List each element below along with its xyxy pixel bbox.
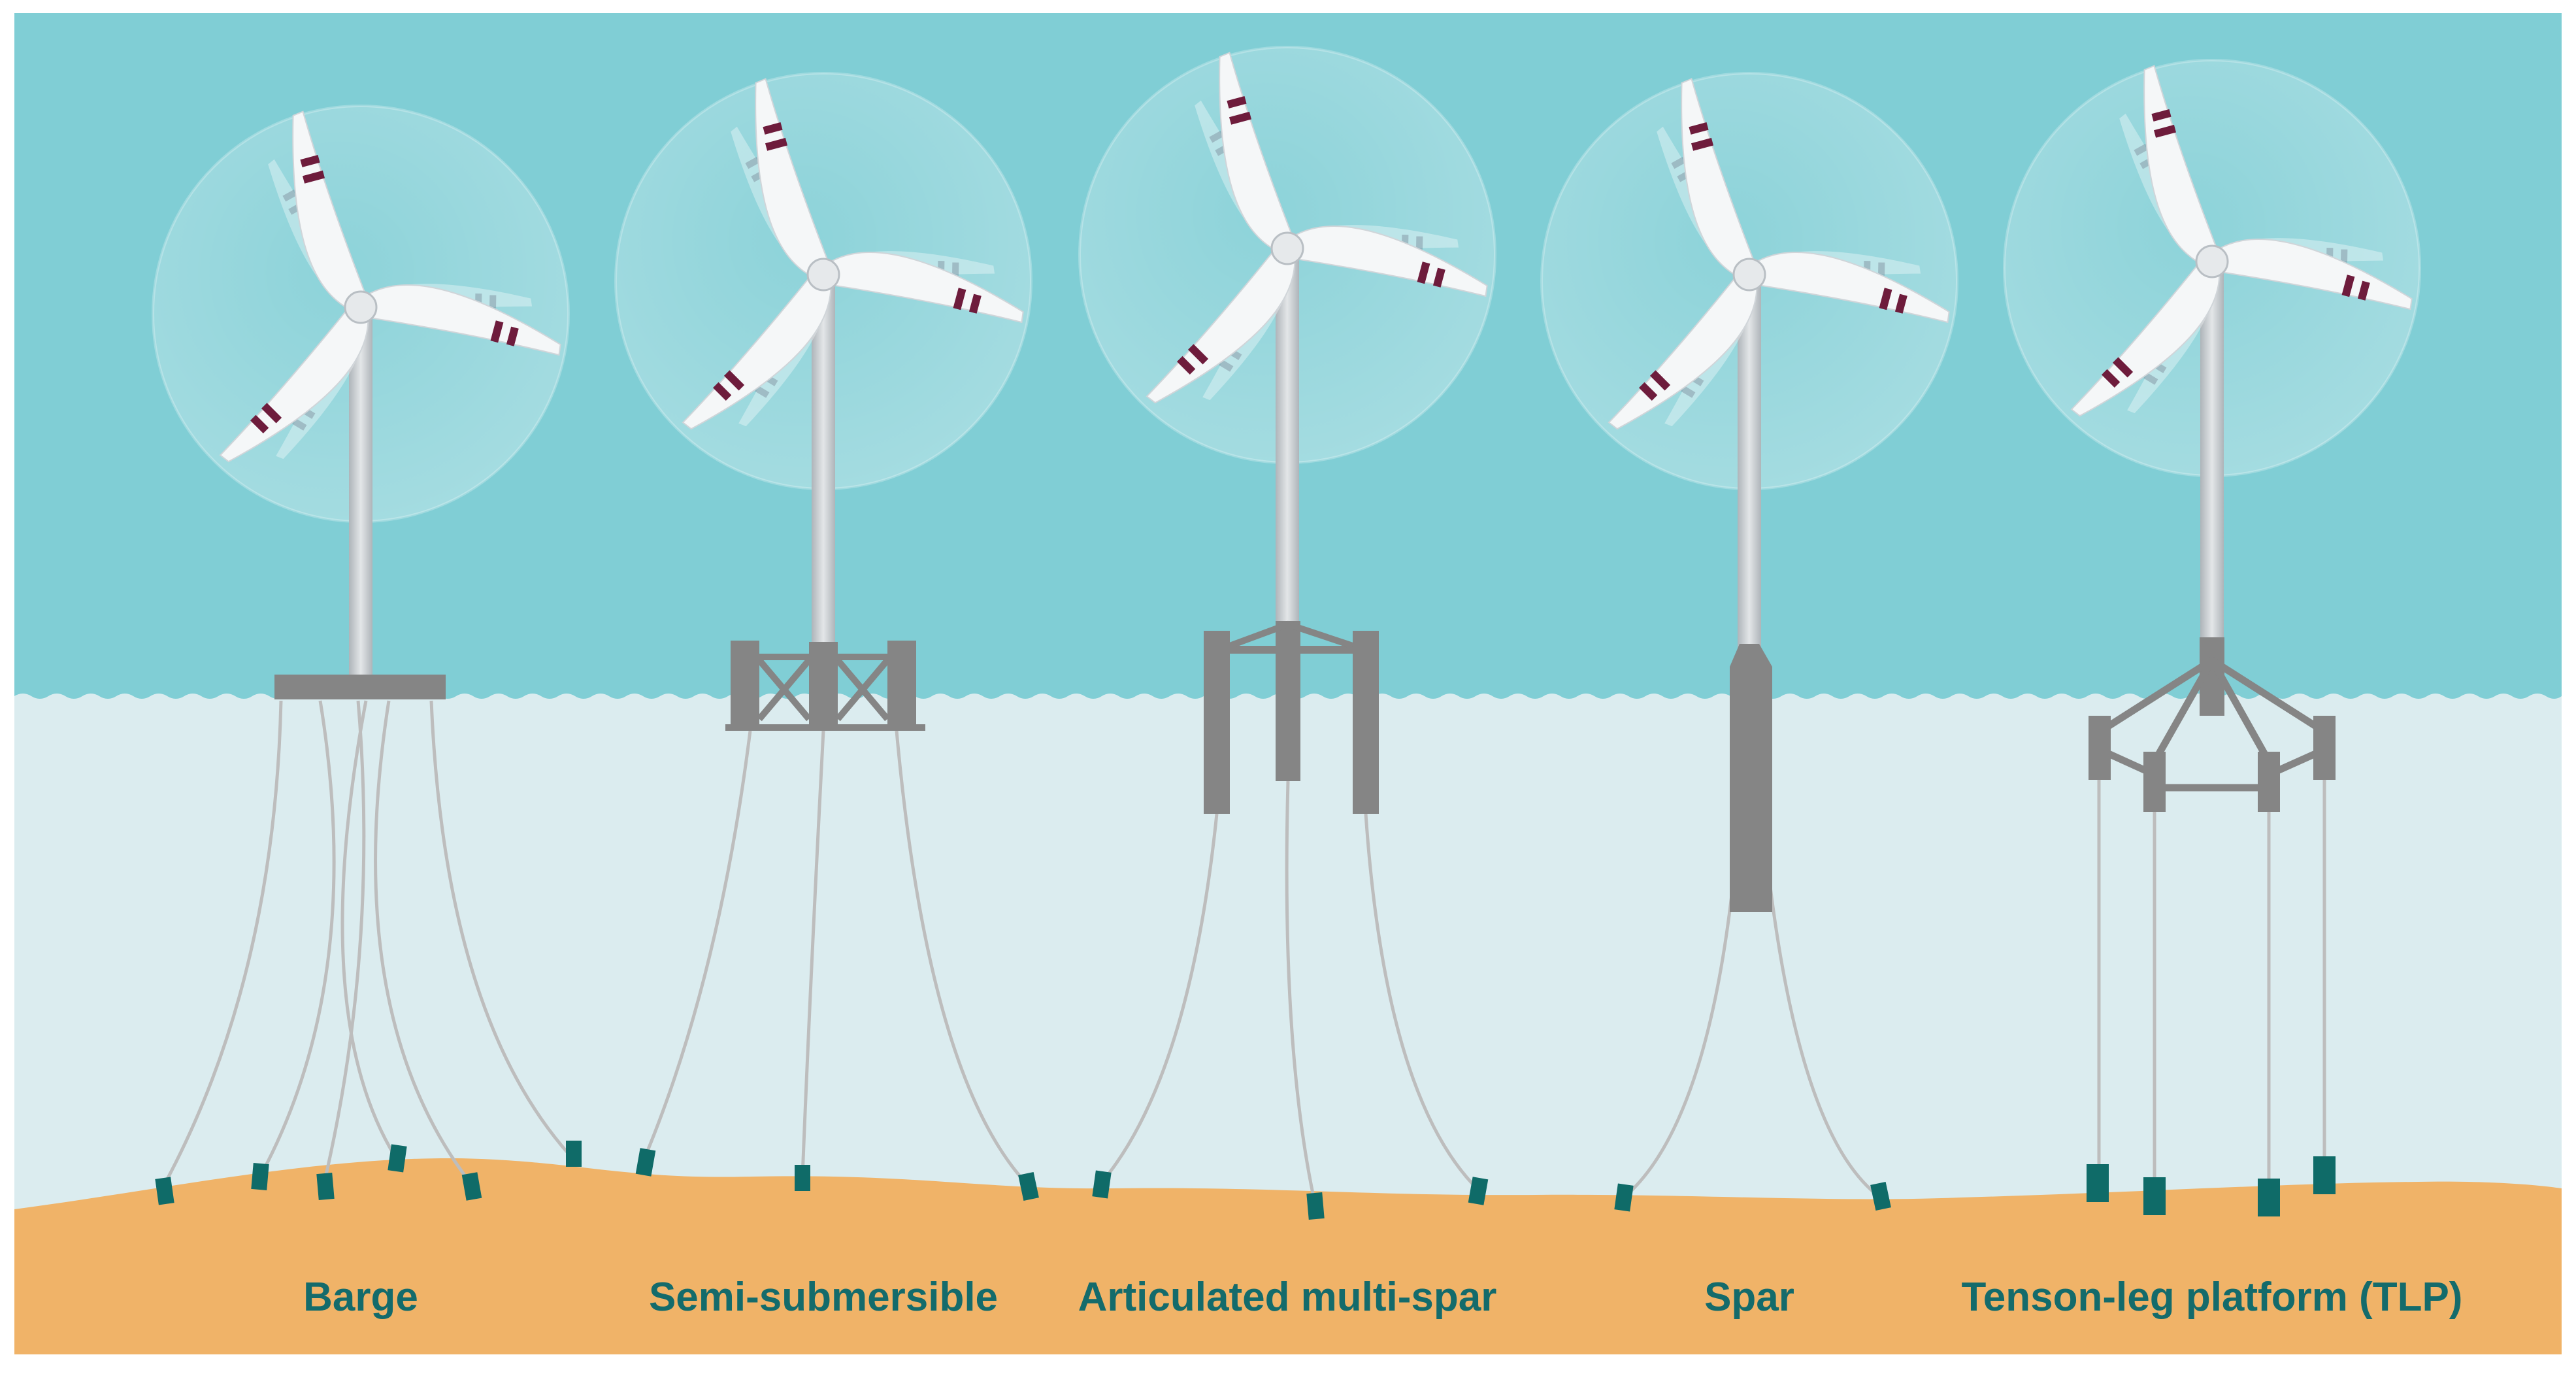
barge-mooring	[429, 700, 570, 1155]
multi-spar-column	[1204, 631, 1230, 814]
hub	[344, 290, 378, 324]
caption-semi-submersible: Semi-submersible	[648, 1275, 999, 1320]
anchor	[2258, 1179, 2280, 1216]
hub	[2195, 244, 2229, 278]
multi-spar-mooring	[1100, 813, 1219, 1184]
anchor	[2313, 1156, 2336, 1194]
anchor	[795, 1165, 810, 1191]
barge-mooring	[258, 700, 336, 1178]
semi-column	[809, 642, 838, 729]
multi-spar-brace	[1204, 646, 1379, 654]
multi-spar-mooring	[1285, 780, 1317, 1203]
platforms	[274, 620, 2336, 912]
anchor	[1092, 1170, 1112, 1199]
barge-mooring	[340, 700, 397, 1158]
caption-articulated-multi-spar: Articulated multi-spar	[1078, 1275, 1497, 1320]
barge-mooring	[374, 700, 472, 1184]
tower	[812, 275, 835, 644]
anchor	[2087, 1164, 2109, 1202]
multi-spar-mooring	[1364, 813, 1479, 1191]
semi-mooring	[642, 730, 752, 1161]
semi-mooring	[895, 730, 1029, 1186]
anchors	[155, 1141, 2336, 1220]
anchor	[316, 1173, 335, 1200]
caption-spar: Spar	[1704, 1275, 1794, 1320]
turbine-4	[1540, 72, 1958, 654]
turbines	[152, 46, 2421, 680]
semi-base	[725, 724, 925, 731]
barge-mooring	[161, 700, 283, 1188]
tlp-pontoon	[2313, 716, 2336, 780]
semi-cross-brace	[757, 658, 890, 722]
anchor	[1018, 1171, 1039, 1201]
semi-column	[731, 641, 759, 729]
barge-hull	[274, 675, 446, 699]
caption-barge: Barge	[303, 1275, 418, 1320]
anchor	[155, 1177, 174, 1205]
anchor	[1870, 1181, 1891, 1211]
turbine-5	[2003, 59, 2421, 647]
anchor	[251, 1163, 269, 1190]
tower	[1738, 275, 1761, 654]
mooring-lines	[161, 700, 2326, 1203]
semi-column	[887, 641, 916, 729]
anchor	[388, 1144, 407, 1173]
tlp-arms	[2102, 657, 2322, 792]
multi-spar-truss	[1229, 620, 1354, 649]
seabed	[14, 1158, 2562, 1354]
tower	[1276, 248, 1299, 621]
tlp-pontoon	[2089, 716, 2111, 780]
caption-tlp: Tenson-leg platform (TLP)	[1961, 1275, 2463, 1320]
multi-spar-column	[1353, 631, 1379, 814]
tower	[349, 307, 372, 680]
multi-spar-center	[1276, 621, 1300, 781]
hub	[1732, 258, 1766, 292]
spar-hull	[1730, 644, 1772, 912]
semi-brace	[759, 654, 809, 660]
turbine-2	[614, 72, 1032, 644]
turbine-1	[152, 105, 570, 680]
tlp-pontoon	[2258, 752, 2280, 812]
tlp-pontoon	[2143, 752, 2166, 812]
anchor	[2143, 1177, 2166, 1215]
hub	[806, 258, 840, 292]
anchor	[635, 1148, 656, 1177]
anchor	[566, 1141, 582, 1167]
semi-brace	[838, 654, 887, 660]
anchor	[1468, 1177, 1489, 1205]
anchor	[1614, 1183, 1634, 1212]
anchor	[461, 1172, 482, 1201]
turbine-3	[1078, 46, 1496, 621]
hub	[1270, 231, 1304, 265]
anchor	[1306, 1192, 1325, 1220]
barge-mooring	[322, 700, 366, 1184]
semi-mooring	[801, 730, 825, 1177]
tower	[2200, 261, 2224, 647]
